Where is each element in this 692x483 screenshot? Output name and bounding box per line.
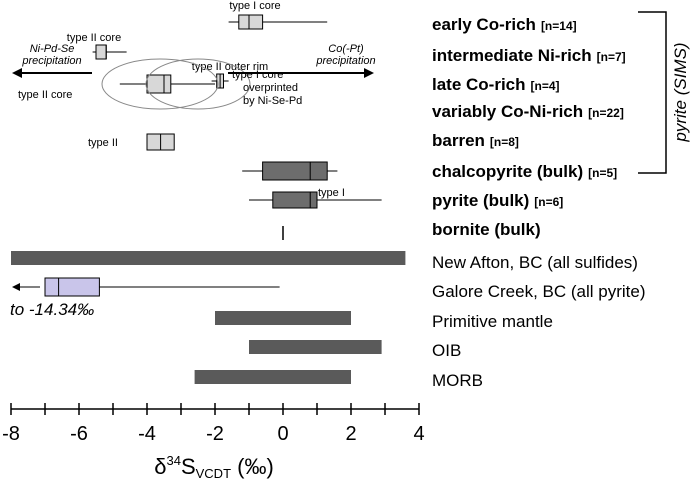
row-label-11: OIB	[432, 341, 461, 360]
range-bar-2	[249, 340, 382, 354]
co-pt-arrow	[228, 68, 374, 78]
row-label-8: New Afton, BC (all sulfides)	[432, 253, 638, 272]
box-4: type II	[88, 133, 175, 151]
overprint-label-3: by Ni-Se-Pd	[243, 95, 302, 107]
row-label-6: pyrite (bulk)[n=6]	[432, 191, 563, 210]
row-label-0: early Co-rich[n=14]	[432, 15, 577, 34]
range-bar-3	[194, 370, 351, 384]
box-2: type II outer rim	[192, 61, 268, 89]
row-label-5: chalcopyrite (bulk)[n=5]	[432, 162, 617, 181]
overprint-label-2: overprinted	[243, 82, 298, 94]
row-label-12: MORB	[432, 371, 483, 390]
co-pt-label: Co(-Pt)	[328, 43, 364, 55]
galore-min-label: to -14.34‰	[10, 300, 94, 319]
overprint-ellipse-left	[101, 58, 219, 110]
row-label-9: Galore Creek, BC (all pyrite)	[432, 282, 646, 301]
box-6: type I	[249, 187, 382, 209]
box-label-1: type II core	[67, 32, 121, 44]
overprint-ellipse-right	[145, 58, 251, 110]
box-5	[242, 161, 338, 181]
box-1: type II core	[67, 32, 127, 60]
sims-bracket-line	[638, 11, 667, 174]
x-axis-label: δ34SVCDT (‰)	[154, 453, 274, 481]
row-label-2: late Co-rich[n=4]	[432, 75, 560, 94]
x-tick-label: -2	[206, 423, 224, 445]
box-8	[44, 277, 280, 297]
range-bar-1	[215, 311, 351, 325]
box-label-0: type I core	[229, 0, 280, 12]
box-plots: type I core type II core type II outer rim…	[18, 0, 382, 297]
ni-pd-se-arrow	[12, 68, 92, 78]
x-tick-label: -6	[70, 423, 88, 445]
overprint-label-1: type I core	[232, 69, 283, 81]
box-label-3: type II core	[18, 89, 72, 101]
x-tick-label: 4	[413, 423, 424, 445]
row-labels: early Co-rich[n=14] intermediate Ni-rich[…	[432, 15, 646, 390]
range-bar-0	[11, 251, 406, 265]
row-label-7: bornite (bulk)	[432, 220, 541, 239]
box-label-2: type II outer rim	[192, 61, 268, 73]
row-label-4: barren[n=8]	[432, 131, 519, 150]
galore-arrow	[12, 283, 40, 291]
x-tick-label: 0	[277, 423, 288, 445]
range-bars	[11, 251, 406, 384]
sims-bracket: pyrite (SIMS)	[638, 11, 690, 174]
row-label-10: Primitive mantle	[432, 312, 553, 331]
co-pt-label-2: precipitation	[315, 55, 375, 67]
sims-bracket-label: pyrite (SIMS)	[671, 42, 690, 142]
box-label-4: type II	[88, 137, 118, 149]
box-3: type II core	[18, 74, 215, 101]
x-tick-label: -4	[138, 423, 156, 445]
x-tick-label: -8	[2, 423, 20, 445]
x-tick-label: 2	[345, 423, 356, 445]
ni-pd-se-label: Ni-Pd-Se	[30, 43, 75, 55]
row-label-3: variably Co-Ni-rich[n=22]	[432, 102, 624, 121]
x-axis: -8 -6 -4 -2 0 2 4	[2, 403, 425, 445]
box-label-6: type I	[318, 187, 345, 199]
box-0: type I core	[228, 0, 328, 30]
ni-pd-se-label-2: precipitation	[21, 55, 81, 67]
row-label-1: intermediate Ni-rich[n=7]	[432, 46, 626, 65]
